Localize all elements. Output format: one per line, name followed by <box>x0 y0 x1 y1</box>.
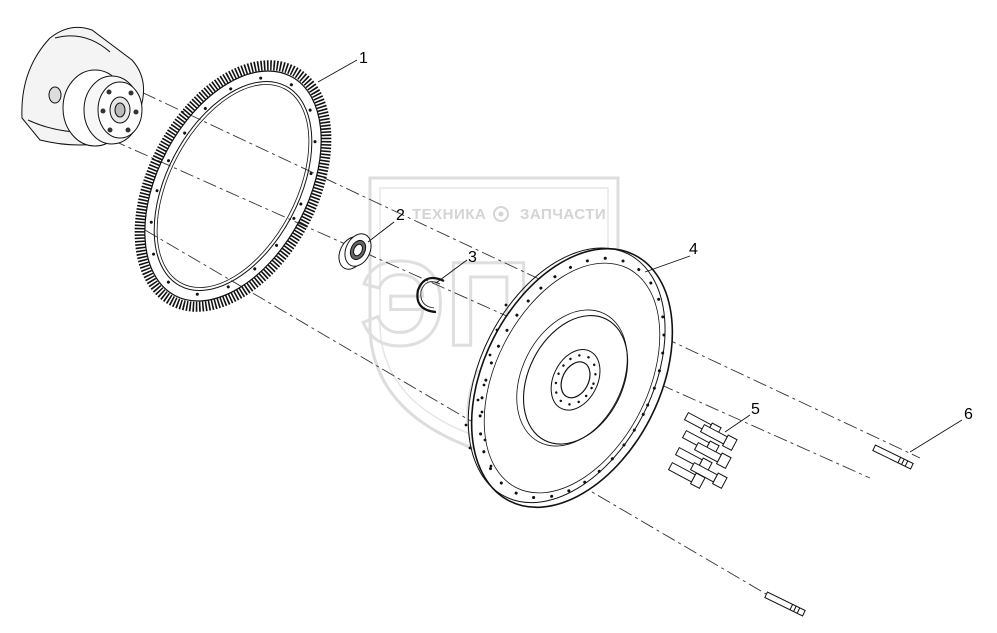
watermark-text-left: ТЕХНИКА <box>412 206 486 223</box>
callout-3: 3 <box>468 249 477 266</box>
axis-line-center <box>111 139 871 479</box>
flywheel-bolts <box>667 411 738 490</box>
dowel-pin-upper <box>872 444 914 470</box>
crankshaft-flange <box>21 26 145 147</box>
leader-line-1 <box>317 59 358 83</box>
leader-line-5 <box>724 414 751 433</box>
leader-line-6 <box>909 419 963 453</box>
pilot-bearing <box>338 233 372 270</box>
ring-gear <box>134 60 332 312</box>
watermark-text-right: ЗАПЧАСТИ <box>520 206 606 223</box>
flywheel <box>464 247 674 509</box>
snap-ring <box>416 276 445 314</box>
dowel-pin-lower <box>764 591 806 617</box>
axis-lines <box>111 81 921 609</box>
callout-1: 1 <box>359 50 368 67</box>
watermark-gear-icon <box>493 206 509 222</box>
callout-6: 6 <box>964 406 973 423</box>
leader-line-2 <box>367 221 395 243</box>
callout-2: 2 <box>396 207 405 224</box>
axis-line-upper <box>119 81 921 459</box>
callout-4: 4 <box>689 241 698 258</box>
leader-line-4 <box>644 255 691 273</box>
leader-line-3 <box>435 259 468 284</box>
leader-lines <box>317 59 963 453</box>
callout-5: 5 <box>751 401 760 418</box>
